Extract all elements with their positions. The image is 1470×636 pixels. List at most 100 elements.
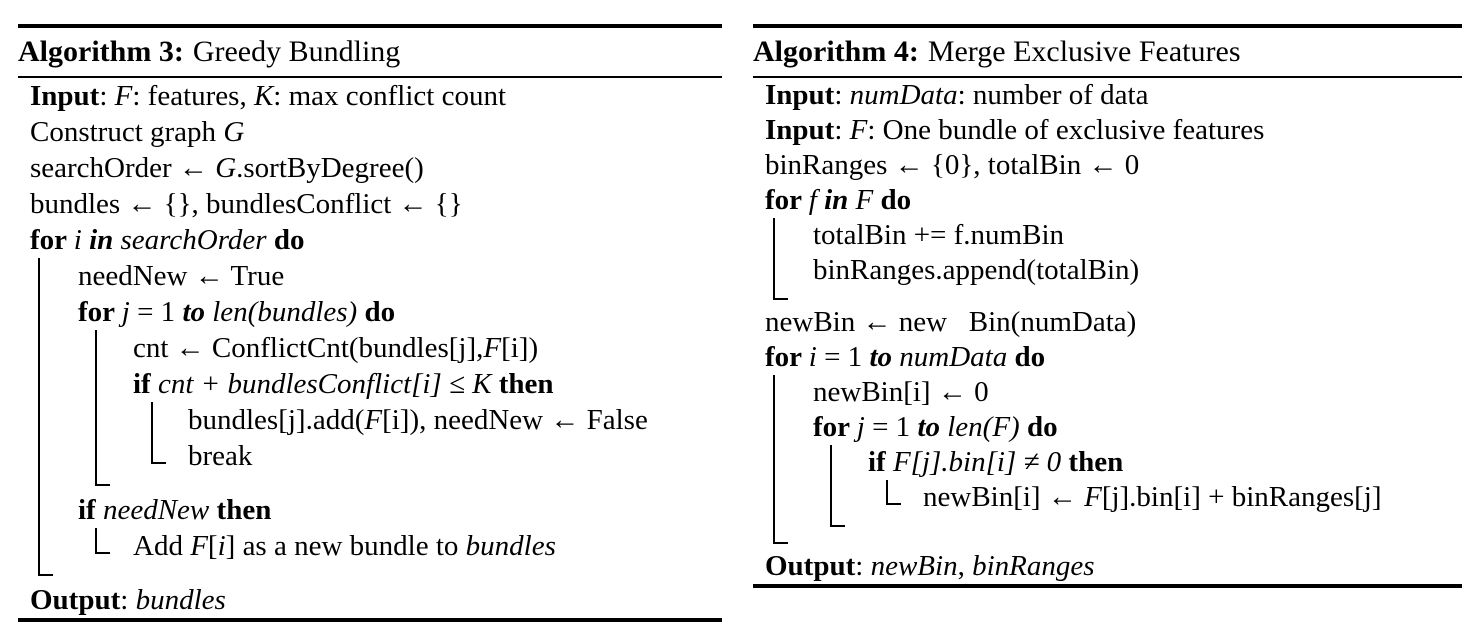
code-line: newBin[i] ← 0 [753, 375, 1462, 410]
code-text: Input: F: One bundle of exclusive featur… [765, 114, 1265, 146]
indent-guide [773, 218, 775, 253]
indent-guide [151, 402, 153, 438]
top-rule [753, 24, 1462, 28]
code-text: if needNew then [78, 494, 272, 526]
caption-rule [18, 76, 722, 78]
code-text: newBin[i] ← 0 [813, 376, 989, 408]
indent-guide [773, 445, 775, 480]
indent-guide [38, 474, 40, 492]
indent-guide [38, 492, 40, 528]
code-line: bundles[j].add(F[i]), needNew ← False [18, 402, 722, 438]
algorithm-4-box: Algorithm 4: Merge Exclusive Features In… [753, 24, 1462, 588]
bottom-rule [753, 584, 1462, 588]
block-end-row [18, 474, 722, 492]
indent-guide [830, 480, 832, 515]
code-text: for i in searchOrder do [30, 224, 305, 256]
code-line: for j = 1 to len(bundles) do [18, 294, 722, 330]
indent-guide [38, 294, 40, 330]
code-line: needNew ← True [18, 258, 722, 294]
indent-guide [830, 445, 832, 480]
algorithm-4-title: Merge Exclusive Features [927, 35, 1241, 68]
block-end-row [18, 564, 722, 582]
indent-guide [773, 515, 775, 532]
code-line: if needNew then [18, 492, 722, 528]
indent-guide [38, 528, 40, 564]
indent-guide [95, 402, 97, 438]
code-line: Output: bundles [18, 582, 722, 618]
code-line: if F[j].bin[i] ≠ 0 then [753, 445, 1462, 480]
indent-guide [773, 410, 775, 445]
algorithm-4-caption: Algorithm 4: Merge Exclusive Features [753, 28, 1462, 76]
bottom-rule [18, 618, 722, 622]
caption-rule [753, 76, 1462, 78]
indent-guide [38, 402, 40, 438]
block-end-row [753, 288, 1462, 305]
code-line: binRanges.append(totalBin) [753, 253, 1462, 288]
block-end-marker [151, 438, 166, 464]
block-end-row [753, 515, 1462, 532]
code-line: if cnt + bundlesConflict[i] ≤ K then [18, 366, 722, 402]
code-text: needNew ← True [78, 260, 285, 292]
code-text: Output: newBin, binRanges [765, 550, 1095, 582]
block-end-row [753, 532, 1462, 549]
code-text: Input: F: features, K: max conflict coun… [30, 80, 507, 112]
code-text: break [188, 440, 253, 472]
code-line: totalBin += f.numBin [753, 218, 1462, 253]
code-line: Construct graph G [18, 114, 722, 150]
indent-guide [95, 366, 97, 402]
top-rule [18, 24, 722, 28]
block-end-marker [830, 515, 845, 527]
block-end-marker [773, 532, 788, 544]
code-line: Input: F: One bundle of exclusive featur… [753, 113, 1462, 148]
code-text: if cnt + bundlesConflict[i] ≤ K then [133, 368, 554, 400]
code-line: for j = 1 to len(F) do [753, 410, 1462, 445]
block-end-marker [95, 474, 110, 486]
code-text: for j = 1 to len(bundles) do [78, 296, 396, 328]
code-line: for i in searchOrder do [18, 222, 722, 258]
code-text: binRanges.append(totalBin) [813, 254, 1140, 286]
algorithm-3-caption: Algorithm 3: Greedy Bundling [18, 28, 722, 76]
block-end-marker [38, 564, 53, 576]
code-line: binRanges ← {0}, totalBin ← 0 [753, 148, 1462, 183]
indent-guide [95, 438, 97, 474]
code-line: for f in F do [753, 183, 1462, 218]
indent-guide [38, 330, 40, 366]
block-end-marker [773, 288, 788, 300]
indent-guide [773, 375, 775, 410]
code-line: break [18, 438, 722, 474]
code-text: totalBin += f.numBin [813, 219, 1065, 251]
algorithm-3-number: Algorithm 3: [18, 35, 184, 68]
code-line: Add F[i] as a new bundle to bundles [18, 528, 722, 564]
code-line: cnt ← ConflictCnt(bundles[j],F[i]) [18, 330, 722, 366]
code-text: searchOrder ← G.sortByDegree() [30, 152, 424, 184]
code-line: newBin ← new Bin(numData) [753, 305, 1462, 340]
code-text: newBin[i] ← F[j].bin[i] + binRanges[j] [923, 481, 1382, 513]
code-line: Output: newBin, binRanges [753, 549, 1462, 584]
code-text: bundles ← {}, bundlesConflict ← {} [30, 188, 463, 220]
indent-guide [38, 366, 40, 402]
code-text: binRanges ← {0}, totalBin ← 0 [765, 149, 1140, 181]
indent-guide [38, 258, 40, 294]
indent-guide [38, 438, 40, 474]
code-line: newBin[i] ← F[j].bin[i] + binRanges[j] [753, 480, 1462, 515]
indent-guide [95, 330, 97, 366]
code-line: Input: F: features, K: max conflict coun… [18, 78, 722, 114]
code-line: bundles ← {}, bundlesConflict ← {} [18, 186, 722, 222]
code-line: Input: numData: number of data [753, 78, 1462, 113]
algorithm-3-title: Greedy Bundling [192, 35, 401, 68]
code-text: for i = 1 to numData do [765, 341, 1046, 373]
code-line: for i = 1 to numData do [753, 340, 1462, 375]
code-text: for f in F do [765, 184, 912, 216]
code-text: bundles[j].add(F[i]), needNew ← False [188, 404, 648, 436]
algorithm-3-box: Algorithm 3: Greedy Bundling Input: F: f… [18, 24, 722, 622]
code-line: searchOrder ← G.sortByDegree() [18, 150, 722, 186]
code-text: Add F[i] as a new bundle to bundles [133, 530, 556, 562]
code-text: Construct graph G [30, 116, 245, 148]
code-text: Output: bundles [30, 584, 226, 616]
algorithm-4-number: Algorithm 4: [753, 35, 919, 68]
algorithm-3-body: Input: F: features, K: max conflict coun… [18, 78, 722, 618]
code-text: newBin ← new Bin(numData) [765, 306, 1137, 338]
code-text: Input: numData: number of data [765, 79, 1149, 111]
